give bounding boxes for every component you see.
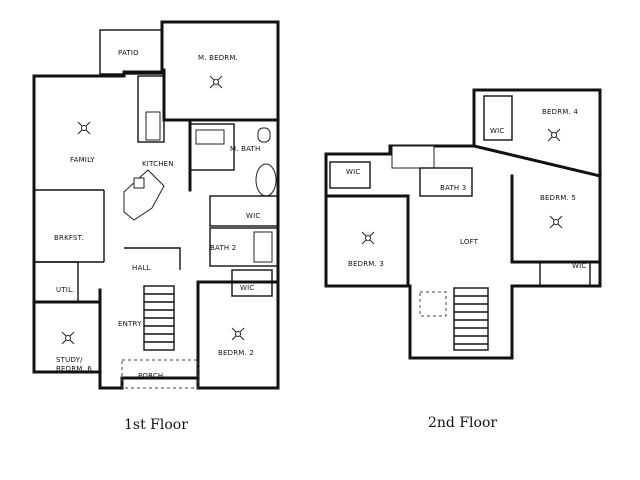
room-label: WIC bbox=[490, 127, 504, 135]
bath-3-room bbox=[419, 167, 473, 197]
room-label: WIC bbox=[246, 212, 260, 220]
room-label: STUDY/ bbox=[56, 356, 83, 364]
first-floor-exterior-wall bbox=[32, 20, 280, 390]
master-bedrm-west-wall bbox=[162, 68, 192, 192]
wic-3-room bbox=[329, 161, 371, 189]
wic-5-room bbox=[539, 261, 591, 287]
second-floor-labels: BEDRM. 4 WIC WIC BATH 3 BEDRM. 5 LOFT BE… bbox=[346, 108, 586, 270]
wic-4-room bbox=[483, 95, 513, 141]
room-label: KITCHEN bbox=[142, 160, 174, 168]
second-floor-exterior-wall bbox=[324, 88, 602, 360]
room-label: PATIO bbox=[118, 49, 139, 57]
room-label: LOFT bbox=[460, 238, 479, 246]
bedrm-4-south-wall bbox=[472, 144, 602, 178]
room-label: BEDRM. 5 bbox=[540, 194, 576, 202]
first-floor-caption: 1st Floor bbox=[124, 417, 188, 433]
room-label: M. BEDRM. bbox=[198, 54, 238, 62]
ceiling-fan-icon bbox=[77, 121, 91, 135]
bath-2-tub bbox=[253, 231, 273, 263]
room-label: WIC bbox=[346, 168, 360, 176]
room-label: M. BATH bbox=[230, 145, 260, 153]
bedrm-3-east-wall bbox=[324, 194, 410, 288]
master-toilet bbox=[257, 127, 271, 143]
stair-treads bbox=[144, 293, 174, 343]
room-label: HALL bbox=[132, 264, 151, 272]
master-wic-room bbox=[209, 195, 279, 227]
room-label: FAMILY bbox=[70, 156, 95, 164]
room-label: BEDRM. 4 bbox=[542, 108, 578, 116]
ceiling-fan-icon bbox=[361, 231, 375, 245]
ceiling-fan-icon bbox=[209, 75, 223, 89]
room-label: UTIL. bbox=[56, 286, 75, 294]
room-label: WIC bbox=[572, 262, 586, 270]
kitchen-island bbox=[123, 169, 165, 221]
hall-wall bbox=[124, 247, 181, 270]
room-label: PORCH bbox=[138, 372, 163, 380]
first-floor-plan bbox=[32, 20, 280, 390]
util-room bbox=[33, 261, 79, 303]
bath-3-tub bbox=[391, 145, 435, 169]
first-floor-labels: PATIO M. BEDRM. FAMILY KITCHEN M. BATH W… bbox=[54, 49, 260, 380]
ceiling-fan-icon bbox=[549, 215, 563, 229]
room-label: BATH 2 bbox=[210, 244, 236, 252]
room-label: BEDRM. 2 bbox=[218, 349, 254, 357]
master-vanity bbox=[195, 129, 225, 145]
ceiling-fan-icons bbox=[61, 75, 563, 345]
second-floor-caption: 2nd Floor bbox=[428, 415, 497, 431]
room-label: BEDRM. 3 bbox=[348, 260, 384, 268]
stove bbox=[133, 177, 145, 189]
open-to-below bbox=[419, 291, 447, 317]
room-label: BEDRM. 6 bbox=[56, 365, 92, 373]
second-floor-plan bbox=[324, 88, 602, 360]
stair-treads-2 bbox=[454, 295, 488, 345]
bedrm-2-wic-room bbox=[231, 269, 273, 297]
ceiling-fan-icon bbox=[231, 327, 245, 341]
master-bath-room bbox=[189, 123, 235, 171]
second-floor-stairs bbox=[453, 287, 489, 351]
ceiling-fan-icon bbox=[61, 331, 75, 345]
master-tub bbox=[255, 163, 277, 197]
room-label: ENTRY bbox=[118, 320, 142, 328]
ceiling-fan-icon bbox=[547, 128, 561, 142]
room-label: BATH 3 bbox=[440, 184, 466, 192]
room-label: WIC bbox=[240, 284, 254, 292]
room-label: BRKFST. bbox=[54, 234, 84, 242]
pantry bbox=[137, 75, 165, 143]
fridge bbox=[145, 111, 161, 141]
bath-2-room bbox=[209, 227, 279, 267]
porch-outline bbox=[121, 359, 199, 389]
